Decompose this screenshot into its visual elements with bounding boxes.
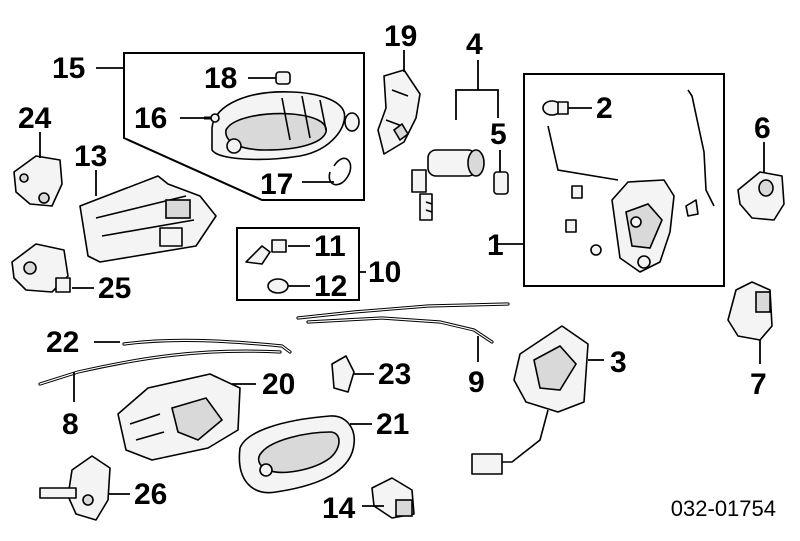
grommet-part-2: [542, 100, 569, 116]
cylinder-clip-part-5: [493, 171, 509, 195]
lock-cylinder-part-4: [411, 149, 485, 221]
callout-18: 18: [204, 62, 237, 95]
callout-20: 20: [262, 368, 295, 401]
hinge-part-26: [39, 455, 111, 521]
clip-part-11: [271, 239, 287, 253]
bracket-part-13: [79, 175, 217, 263]
striker-part-6: [737, 171, 785, 221]
callout-10: 10: [368, 256, 401, 289]
door-lock-actuator-part-3: [471, 325, 589, 475]
callout-2: 2: [596, 92, 613, 125]
callout-7: 7: [750, 368, 767, 401]
group-box-10: [236, 227, 360, 301]
callout-6: 6: [754, 112, 771, 145]
diagram-code: 032-01754: [671, 496, 776, 521]
inside-handle-part-21: [238, 415, 355, 494]
callout-17: 17: [260, 168, 293, 201]
hinge-part-24: [13, 155, 63, 207]
door-lock-latch: [611, 179, 675, 273]
callout-5: 5: [490, 118, 507, 151]
callout-16: 16: [134, 102, 167, 135]
rear-latch-part-7: [727, 281, 773, 341]
callout-21: 21: [376, 408, 409, 441]
hinge-part-25: [11, 243, 71, 293]
callout-14: 14: [322, 492, 356, 525]
clip-a: [245, 245, 271, 265]
callout-8: 8: [62, 408, 79, 441]
callout-24: 24: [18, 102, 52, 135]
callout-3: 3: [610, 346, 627, 379]
callout-19: 19: [384, 20, 417, 53]
callout-13: 13: [74, 140, 107, 173]
small-clip-a: [571, 185, 583, 199]
small-nut: [590, 244, 602, 256]
clip-part-23: [331, 355, 355, 393]
latch-protector-part-19: [377, 69, 421, 155]
switch-part-14: [371, 477, 415, 519]
spring-clip-part-17: [328, 157, 352, 186]
handle-clip-part-18: [275, 71, 291, 85]
callout-15: 15: [52, 52, 85, 85]
washer-part: [344, 112, 360, 132]
callout-26: 26: [134, 478, 167, 511]
lock-rod-b: [687, 89, 715, 207]
group-box-1: [523, 73, 725, 287]
bracket-4: [455, 89, 499, 120]
callout-4: 4: [466, 28, 483, 61]
screw-part-16: [204, 113, 220, 123]
callout-9: 9: [468, 366, 485, 399]
callout-1: 1: [487, 229, 504, 262]
group-box-15: [123, 52, 365, 201]
callout-22: 22: [46, 326, 79, 359]
clip-part-12: [267, 278, 289, 294]
inside-handle-bracket-part-20: [117, 373, 241, 461]
callout-23: 23: [378, 358, 411, 391]
callout-11: 11: [314, 230, 346, 263]
lock-rod-a: [547, 125, 619, 181]
callout-25: 25: [98, 272, 131, 305]
small-clip-c: [685, 199, 699, 217]
outside-handle: [211, 91, 346, 161]
small-clip-b: [565, 219, 577, 233]
callout-12: 12: [314, 270, 347, 303]
rod-part-9: [296, 302, 510, 344]
